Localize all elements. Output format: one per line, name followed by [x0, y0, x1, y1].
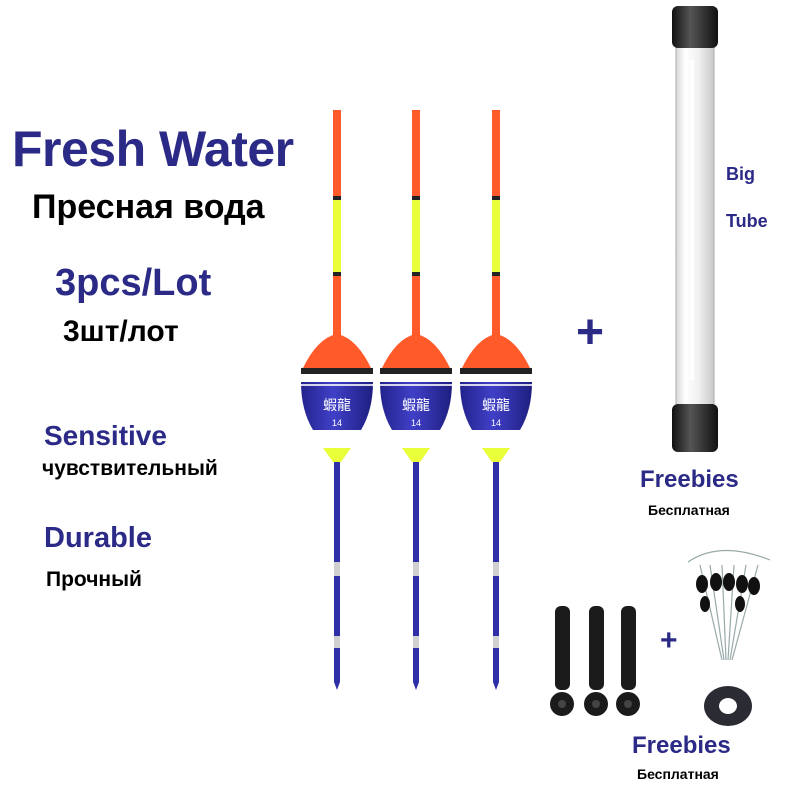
feature-durable: Durable: [44, 522, 152, 554]
fishing-float-icon: [380, 110, 452, 690]
freebies-label: Freebies: [632, 732, 731, 759]
plus-icon: +: [576, 306, 605, 359]
lot-label: 3pcs/Lot: [55, 262, 212, 304]
fishing-float-icon: [460, 110, 532, 690]
rubber-stopper-icon: [584, 606, 608, 716]
feature-durable-ru: Прочный: [46, 568, 142, 591]
freebies-label-ru: Бесплатная: [637, 766, 719, 782]
freebies-label-ru: Бесплатная: [648, 502, 730, 518]
plus-icon: +: [660, 624, 678, 657]
rubber-stopper-icon: [616, 606, 640, 716]
title: Fresh Water: [12, 121, 294, 177]
fishing-float-icon: [301, 110, 373, 690]
tube-label-big: Big: [726, 164, 755, 184]
lot-label-ru: 3шт/лот: [63, 315, 179, 348]
bead-stopper-set-icon: [687, 549, 771, 726]
tube-container-icon: [672, 6, 718, 452]
feature-sensitive: Sensitive: [44, 420, 167, 451]
title-ru: Пресная вода: [32, 188, 265, 226]
rubber-stopper-icon: [550, 606, 574, 716]
feature-sensitive-ru: чувствительный: [42, 457, 218, 480]
freebies-label: Freebies: [640, 466, 739, 493]
tube-label-tube: Tube: [726, 211, 768, 231]
